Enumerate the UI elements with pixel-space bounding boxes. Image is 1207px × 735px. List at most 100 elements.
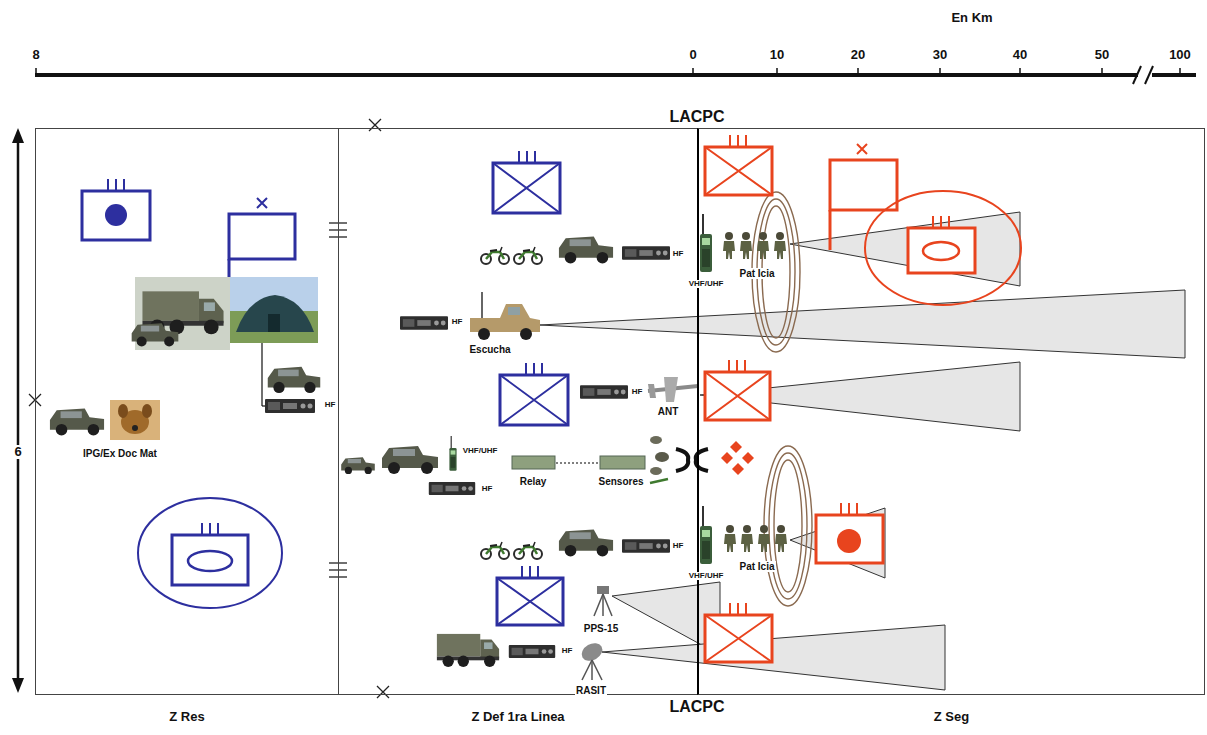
enemy-detection-diamonds (732, 463, 744, 475)
drone-aircraft (664, 377, 678, 402)
patrol-equipment (559, 529, 613, 556)
own-infantry-symbol (518, 151, 520, 163)
enemy-armor-symbol (908, 228, 975, 273)
patrol-equipment (481, 542, 509, 559)
enemy-brigade-hq-symbol (830, 144, 897, 250)
own-armor-reserve-symbol (138, 498, 282, 608)
sensor-barrier-bracket (676, 449, 708, 471)
own-infantry-symbol (541, 363, 543, 375)
enemy-infantry-symbol (705, 615, 772, 662)
own-artillery-symbol (105, 204, 127, 226)
patrol-range (774, 460, 802, 592)
ground-radar (592, 660, 602, 680)
patrol-equipment (481, 214, 786, 272)
ground-radar (437, 634, 606, 680)
radio-label: VHF/UHF (462, 447, 499, 456)
enemy-infantry-symbol (736, 360, 738, 372)
enemy-artillery-symbol (816, 515, 883, 563)
own-armor-reserve-symbol (172, 535, 248, 585)
patrol-equipment (559, 236, 613, 263)
zone-band: Z Seg (697, 128, 1205, 695)
distance-scale (1179, 68, 1181, 75)
boundary-mark (369, 119, 381, 131)
own-infantry-symbol (526, 151, 528, 163)
prisoner-document-team (50, 408, 104, 435)
own-infantry-symbol (497, 578, 563, 625)
surveillance-cone (700, 362, 1020, 431)
listening-post-vehicle (470, 304, 540, 332)
enemy-infantry-symbol (705, 372, 770, 420)
width-arrow (12, 128, 24, 143)
distance-scale (776, 68, 778, 75)
patrol-equipment (741, 525, 753, 552)
radio-label: VHF/UHF (688, 572, 725, 581)
enemy-infantry-symbol (737, 135, 739, 147)
enemy-infantry-symbol (705, 615, 772, 662)
listening-post-vehicle (520, 328, 532, 340)
enemy-detection-diamonds (721, 441, 754, 475)
enemy-infantry-symbol (729, 603, 731, 615)
scale-number: 0 (688, 48, 697, 62)
hq-link (261, 343, 262, 406)
own-artillery-symbol (82, 179, 150, 240)
distance-scale (35, 68, 37, 75)
boundary-mark (377, 686, 389, 698)
patrol-range (769, 453, 807, 599)
ground-radar (594, 586, 612, 616)
patrol-equipment (723, 232, 735, 259)
ground-radar (582, 660, 592, 680)
sensor-relay-chain (650, 467, 662, 475)
enemy-infantry-symbol (728, 360, 730, 372)
logistics-photo (132, 323, 179, 346)
enemy-armor-symbol (865, 191, 1021, 305)
surveillance-cone (540, 290, 1185, 358)
enemy-infantry-symbol (737, 603, 739, 615)
sensor-relay-chain (449, 436, 456, 471)
enemy-infantry-symbol (729, 135, 731, 147)
enemy-armor-symbol (940, 216, 942, 228)
equipment-label: RASIT (575, 685, 607, 696)
enemy-artillery-symbol (837, 529, 861, 553)
distance-scale (1145, 66, 1153, 84)
distance-scale (35, 73, 1138, 77)
enemy-infantry-symbol (745, 603, 747, 615)
enemy-armor-symbol (923, 242, 959, 260)
sensor-relay-chain (556, 462, 599, 464)
enemy-brigade-hq-symbol (857, 144, 867, 154)
ground-radar (509, 645, 555, 658)
distance-scale (857, 68, 859, 75)
own-infantry-symbol (525, 363, 527, 375)
sensor-relay-chain (341, 457, 375, 474)
width-arrow (12, 678, 24, 693)
patrol-equipment (757, 232, 769, 259)
own-infantry-symbol (493, 151, 568, 625)
distance-scale (1152, 73, 1196, 77)
surveillance-cone (540, 212, 1185, 690)
equipment-label: PPS-15 (583, 623, 619, 634)
own-infantry-symbol (500, 375, 568, 425)
enemy-armor-symbol (932, 216, 934, 228)
tent-photo (268, 314, 280, 332)
patrol-equipment (514, 247, 542, 264)
own-armor-reserve-symbol (217, 523, 219, 535)
ground-radar (594, 594, 603, 616)
enemy-infantry-symbol (744, 360, 746, 372)
enemy-infantry-symbol (705, 372, 770, 420)
own-infantry-symbol (493, 163, 560, 213)
own-infantry-symbol (497, 578, 563, 625)
equipment-label: Sensores (597, 476, 644, 487)
equipment-label: ANT (657, 406, 680, 417)
equipment-label: Escucha (468, 344, 511, 355)
listening-post-vehicle (481, 292, 483, 318)
enemy-artillery-symbol (848, 503, 850, 515)
radio-label: HF (324, 401, 337, 410)
hq-link (262, 343, 320, 413)
sensor-relay-chain (512, 456, 555, 469)
enemy-brigade-hq-symbol (829, 210, 832, 250)
distance-scale (35, 66, 1196, 84)
enemy-brigade-hq-symbol (830, 160, 897, 210)
patrol-label: Pat Icia (738, 561, 775, 572)
ground-radar (603, 594, 612, 616)
enemy-infantry-symbol (705, 147, 772, 195)
own-artillery-symbol (123, 179, 125, 191)
